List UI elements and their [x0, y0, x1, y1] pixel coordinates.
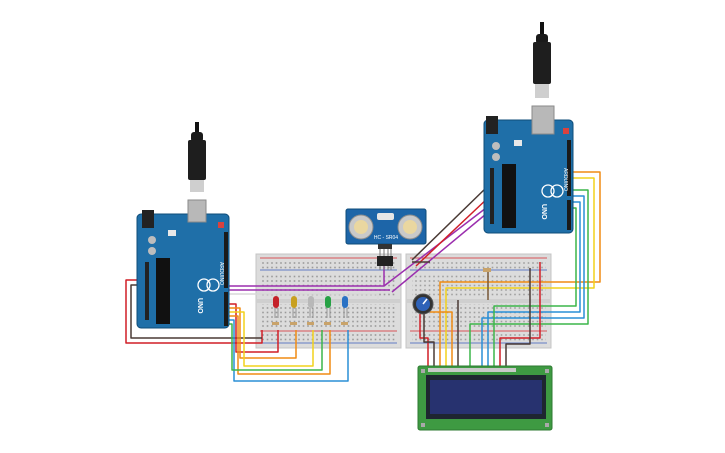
wire-green-right2 [493, 207, 577, 368]
wire-red-rail [499, 262, 541, 368]
wire-red-led [228, 303, 279, 353]
ultrasonic-sensor-icon: HC - SR04 [345, 208, 427, 270]
wire-yellow-right [445, 177, 595, 368]
resistor-right [483, 268, 491, 272]
breadboard-right [405, 253, 552, 349]
arduino-right-brand: ARDUINO [562, 168, 568, 191]
wire-orange-pot [430, 311, 453, 368]
potentiometer-icon [412, 293, 434, 315]
led-array [272, 296, 348, 325]
led-yellow [290, 296, 297, 325]
arduino-right: ARDUINO UNO [483, 22, 574, 234]
wire-blue-right2 [487, 201, 581, 368]
wire-green-led [228, 323, 323, 371]
arduino-left-model: UNO [196, 298, 203, 314]
arduino-left: ARDUINO UNO [136, 122, 230, 329]
wire-blue-right [481, 195, 585, 368]
lcd-icon [417, 365, 553, 431]
arduino-right-model: UNO [540, 204, 547, 220]
wire-blue-led [228, 319, 349, 382]
led-green [324, 296, 331, 325]
usb-cable-icon [188, 122, 206, 192]
arduino-left-brand: ARDUINO [218, 262, 224, 285]
wire-yellow-led [228, 311, 314, 367]
led-white [307, 296, 314, 325]
wires [125, 171, 601, 382]
wire-purple-diag2 [391, 213, 487, 293]
usb-cable-icon [533, 22, 551, 98]
wire-dark-rail [505, 268, 531, 368]
wire-dark-diag1 [411, 185, 489, 261]
wire-orange-right [439, 171, 601, 368]
wire-green-right [469, 189, 589, 368]
wire-dark-pot [423, 314, 435, 368]
breadboard-left [255, 253, 402, 349]
sensor-label: HC - SR04 [374, 235, 398, 241]
led-blue [341, 296, 348, 325]
led-red [272, 296, 279, 325]
wire-orange-led [228, 307, 297, 359]
wire-dark-left [130, 284, 262, 339]
wire-white-sensor [228, 293, 379, 300]
wire-red-diag [415, 195, 491, 267]
wire-orange-led2 [228, 315, 331, 375]
